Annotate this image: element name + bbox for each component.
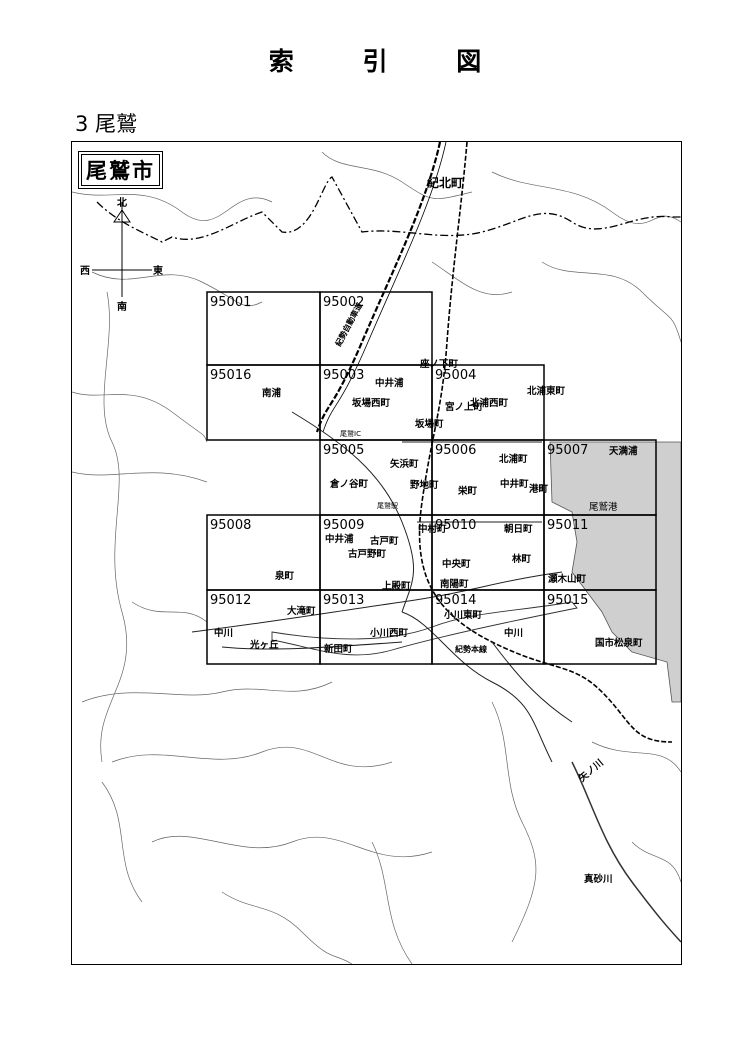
compass-east: 東 [153, 264, 163, 277]
label-zanokoshita: 座ノ下町 [419, 358, 459, 370]
label-kogaoka: 光ヶ丘 [249, 639, 279, 651]
label-yanokawa: 矢ノ川 [576, 757, 606, 785]
sheet-95007: 95007 [547, 443, 588, 458]
map-drawing: 95001 95002 95016 95003 95004 95005 9500… [72, 142, 681, 964]
label-nochi: 野地町 [410, 479, 439, 491]
label-nakagawa: 中川 [504, 627, 523, 639]
label-kitaura: 北浦町 [499, 453, 528, 465]
label-minamiura: 南陽町 [440, 578, 469, 590]
compass: 北 南 東 西 [80, 196, 163, 313]
sheet-95002: 95002 [323, 295, 364, 310]
label-nakai: 中井町 [500, 478, 529, 490]
label-shinden: 新田町 [324, 643, 353, 655]
compass-north: 北 [117, 196, 127, 209]
section-title: 3 尾鷲 [75, 112, 138, 136]
municipal-boundary [96, 176, 681, 243]
expressway-line-inner [322, 142, 447, 433]
sea-area [549, 441, 681, 703]
sheet-95005: 95005 [323, 443, 364, 458]
compass-west: 西 [80, 265, 90, 277]
page-title: 索 引 図 [268, 47, 512, 76]
label-sakae: 栄町 [457, 485, 478, 497]
sheet-95009: 95009 [323, 518, 364, 533]
label-kihoku: 紀北町 [427, 175, 463, 190]
label-kuranotani: 倉ノ谷町 [329, 478, 369, 490]
city-name-label: 尾鷲市 [78, 151, 163, 189]
railway-line [418, 142, 673, 743]
label-minato: 港町 [529, 483, 549, 495]
sheet-95015: 95015 [547, 593, 588, 608]
label-hayashi: 林町 [512, 553, 532, 565]
sheet-95001: 95001 [210, 295, 251, 310]
sheet-95010: 95010 [435, 518, 476, 533]
expressway-line [315, 142, 442, 433]
label-nanpo: 南浦 [262, 387, 282, 399]
sheet-95012: 95012 [210, 593, 251, 608]
label-kitauranishi: 北浦西町 [470, 397, 509, 409]
label-kogawahigashi: 小川東町 [443, 609, 483, 621]
label-izumi: 泉町 [274, 570, 295, 582]
label-masagogawa: 真砂川 [584, 873, 613, 885]
label-chuo: 中央町 [442, 558, 471, 570]
index-map: 95001 95002 95016 95003 95004 95005 9500… [71, 141, 682, 965]
label-nakairaura2: 中井浦 [325, 533, 354, 545]
sheet-ids: 95001 95002 95016 95003 95004 95005 9500… [210, 295, 588, 608]
label-owase-station: 尾鷲駅 [377, 501, 398, 510]
river [271, 601, 578, 656]
sheet-95013: 95013 [323, 593, 364, 608]
label-nakagawa-w: 中川 [214, 627, 233, 639]
label-rail: 紀勢本線 [455, 644, 487, 654]
label-amamitsu: 天満浦 [609, 445, 638, 457]
label-otaki: 大滝町 [287, 605, 316, 617]
label-asahi: 朝日町 [504, 523, 533, 535]
terrain-lines [72, 151, 681, 964]
sheet-95008: 95008 [210, 518, 251, 533]
sheet-grid [206, 291, 657, 665]
compass-south: 南 [117, 300, 127, 313]
label-miyanoue: 宮ノ上町 [445, 401, 484, 413]
label-furuto: 古戸町 [370, 535, 399, 547]
label-kamidono: 上殿町 [382, 580, 411, 592]
label-sakaba: 坂場町 [415, 418, 444, 430]
label-kogawanishi: 小川西町 [369, 627, 409, 639]
label-owase-ic: 尾鷲IC [340, 429, 361, 438]
label-furutono: 古戸野町 [348, 548, 387, 560]
label-sezukiyama: 瀬木山町 [548, 573, 587, 585]
sheet-95003: 95003 [323, 368, 364, 383]
label-kitaurahigashi: 北浦東町 [527, 385, 566, 397]
sheet-95004: 95004 [435, 368, 476, 383]
label-nakairaura: 中井浦 [375, 377, 404, 389]
sheet-95016: 95016 [210, 368, 251, 383]
label-yahiro: 矢浜町 [390, 458, 419, 470]
label-kokuichi: 国市松泉町 [595, 637, 643, 649]
label-nakamura: 中村町 [418, 523, 447, 535]
label-sakabanishi: 坂場西町 [352, 397, 391, 409]
sheet-95006: 95006 [435, 443, 476, 458]
sheet-95014: 95014 [435, 593, 476, 608]
river-yanokawa [571, 761, 681, 943]
sheet-95011: 95011 [547, 518, 588, 533]
roads [191, 411, 573, 763]
label-owase-port: 尾鷲港 [589, 501, 618, 513]
